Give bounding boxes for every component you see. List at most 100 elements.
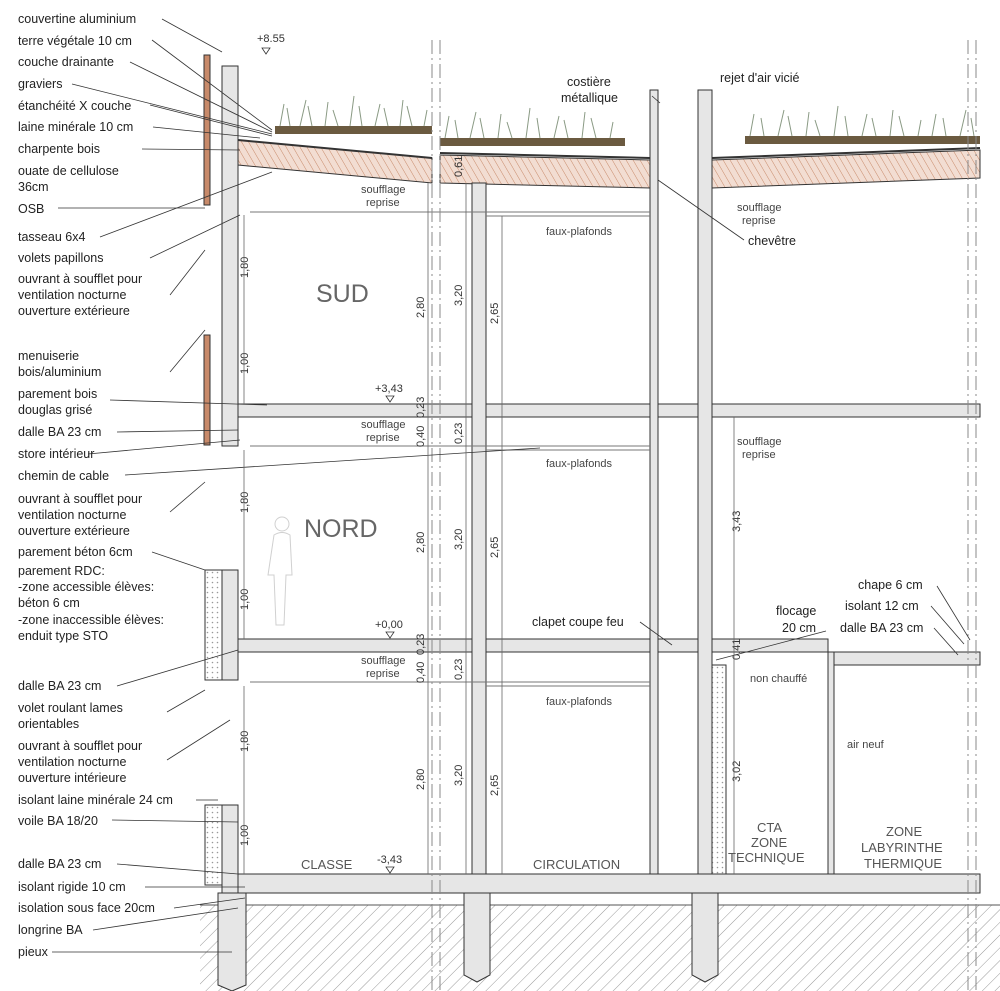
label-37: isolant laine minérale 24 cm: [18, 793, 173, 807]
annot-air-neuf: air neuf: [847, 739, 885, 751]
annot-faux-plafonds-2: faux-plafonds: [546, 458, 613, 470]
annot-reprise-1: reprise: [366, 197, 400, 209]
room-classe: CLASSE: [301, 857, 353, 872]
dim-343: 3,43: [731, 511, 743, 532]
annot-reprise-2: reprise: [366, 432, 400, 444]
dim-265-b: 2,65: [489, 537, 501, 558]
annot-soufflage-5: soufflage: [737, 436, 781, 448]
dim-100-c: 1,00: [239, 825, 251, 846]
annot-costiere-2: métallique: [561, 91, 618, 105]
room-names: SUD NORD CLASSE CIRCULATION CTA ZONE TEC…: [301, 280, 943, 872]
dim-180-c: 1,80: [239, 731, 251, 752]
annot-faux-plafonds-3: faux-plafonds: [546, 696, 613, 708]
label-19: dalle BA 23 cm: [18, 425, 101, 439]
dim-320-c: 3,20: [453, 765, 465, 786]
label-42: longrine BA: [18, 923, 83, 937]
level-basement: -3,43: [377, 854, 402, 866]
zone-cta-1: CTA: [757, 820, 782, 835]
label-31: dalle BA 23 cm: [18, 679, 101, 693]
zone-cta-3: TECHNIQUE: [728, 850, 805, 865]
label-43: pieux: [18, 945, 49, 959]
annot-reprise-4: reprise: [742, 215, 776, 227]
annot-chevetre: chevêtre: [748, 234, 796, 248]
annot-soufflage-2: soufflage: [361, 419, 405, 431]
label-32: volet roulant lames: [18, 701, 123, 715]
annot-dalle23: dalle BA 23 cm: [840, 621, 923, 635]
zone-lab-1: ZONE: [886, 824, 922, 839]
dim-320-a: 3,20: [453, 285, 465, 306]
annot-isolant12: isolant 12 cm: [845, 599, 919, 613]
label-14: ouverture extérieure: [18, 304, 130, 318]
label-27: -zone accessible élèves:: [18, 580, 154, 594]
dim-023-c: 0,23: [415, 634, 427, 655]
label-17: parement bois: [18, 387, 97, 401]
dim-061: 0,61: [453, 156, 465, 177]
dim-023-d: 0,23: [453, 659, 465, 680]
label-30: enduit type STO: [18, 629, 108, 643]
dim-023-b: 0,23: [453, 423, 465, 444]
room-nord: NORD: [304, 515, 378, 543]
annot-flocage-1: flocage: [776, 604, 816, 618]
annot-reprise-5: reprise: [742, 449, 776, 461]
person-figure: [267, 516, 293, 626]
level-ground-floor: +0,00: [375, 619, 403, 631]
annotations: costière métallique rejet d'air vicié ch…: [361, 71, 923, 751]
label-7: ouate de cellulose: [18, 164, 119, 178]
level-first-floor: +3,43: [375, 383, 403, 395]
label-18: douglas grisé: [18, 403, 92, 417]
label-6: charpente bois: [18, 142, 100, 156]
label-28: béton 6 cm: [18, 596, 80, 610]
label-2: couche drainante: [18, 55, 114, 69]
dim-023-a: 0,23: [415, 397, 427, 418]
walls-columns: [221, 65, 835, 894]
label-41: isolation sous face 20cm: [18, 901, 155, 915]
dim-041: 0,41: [731, 639, 743, 660]
dim-265-a: 2,65: [489, 303, 501, 324]
left-labels: couvertine aluminium terre végétale 10 c…: [18, 12, 173, 959]
label-11: volets papillons: [18, 251, 103, 265]
annot-reprise-3: reprise: [366, 668, 400, 680]
annot-non-chauffe: non chauffé: [750, 673, 807, 685]
dim-180-b: 1,80: [239, 492, 251, 513]
label-0: couvertine aluminium: [18, 12, 136, 26]
label-9: OSB: [18, 202, 44, 216]
dim-100-a: 1,00: [239, 353, 251, 374]
level-markers: +8.55 +3,43 +0,00 -3,43: [257, 33, 403, 874]
dim-040-b: 0,40: [415, 662, 427, 683]
label-24: ouverture extérieure: [18, 524, 130, 538]
concrete-slabs: [237, 403, 981, 894]
label-20: store intérieur: [18, 447, 94, 461]
annot-chape: chape 6 cm: [858, 578, 923, 592]
label-26: parement RDC:: [18, 564, 105, 578]
dim-280-b: 2,80: [415, 532, 427, 553]
ground: [200, 904, 1000, 991]
dim-180-a: 1,80: [239, 257, 251, 278]
label-36: ouverture intérieure: [18, 771, 126, 785]
room-sud: SUD: [316, 280, 369, 308]
label-25: parement béton 6cm: [18, 545, 133, 559]
label-23: ventilation nocturne: [18, 508, 126, 522]
dim-280-c: 2,80: [415, 769, 427, 790]
dim-320-b: 3,20: [453, 529, 465, 550]
label-13: ventilation nocturne: [18, 288, 126, 302]
label-1: terre végétale 10 cm: [18, 34, 132, 48]
label-38: voile BA 18/20: [18, 814, 98, 828]
annot-faux-plafonds-1: faux-plafonds: [546, 226, 613, 238]
label-33: orientables: [18, 717, 79, 731]
label-21: chemin de cable: [18, 469, 109, 483]
zone-cta-2: ZONE: [751, 835, 787, 850]
zone-lab-2: LABYRINTHE: [861, 840, 943, 855]
dimension-texts: 1,80 1,00 2,80 3,20 2,65 0,40 0,23 0,23 …: [239, 156, 743, 846]
annot-rejet: rejet d'air vicié: [720, 71, 800, 85]
label-16: bois/aluminium: [18, 365, 101, 379]
annot-clapet: clapet coupe feu: [532, 615, 624, 629]
label-10: tasseau 6x4: [18, 230, 85, 244]
label-15: menuiserie: [18, 349, 79, 363]
label-22: ouvrant à soufflet pour: [18, 492, 142, 506]
annot-soufflage-4: soufflage: [737, 202, 781, 214]
roof-vegetation: [279, 95, 975, 139]
facade-cladding: [203, 54, 727, 886]
zone-lab-3: THERMIQUE: [864, 856, 942, 871]
dim-265-c: 2,65: [489, 775, 501, 796]
label-8: 36cm: [18, 180, 49, 194]
